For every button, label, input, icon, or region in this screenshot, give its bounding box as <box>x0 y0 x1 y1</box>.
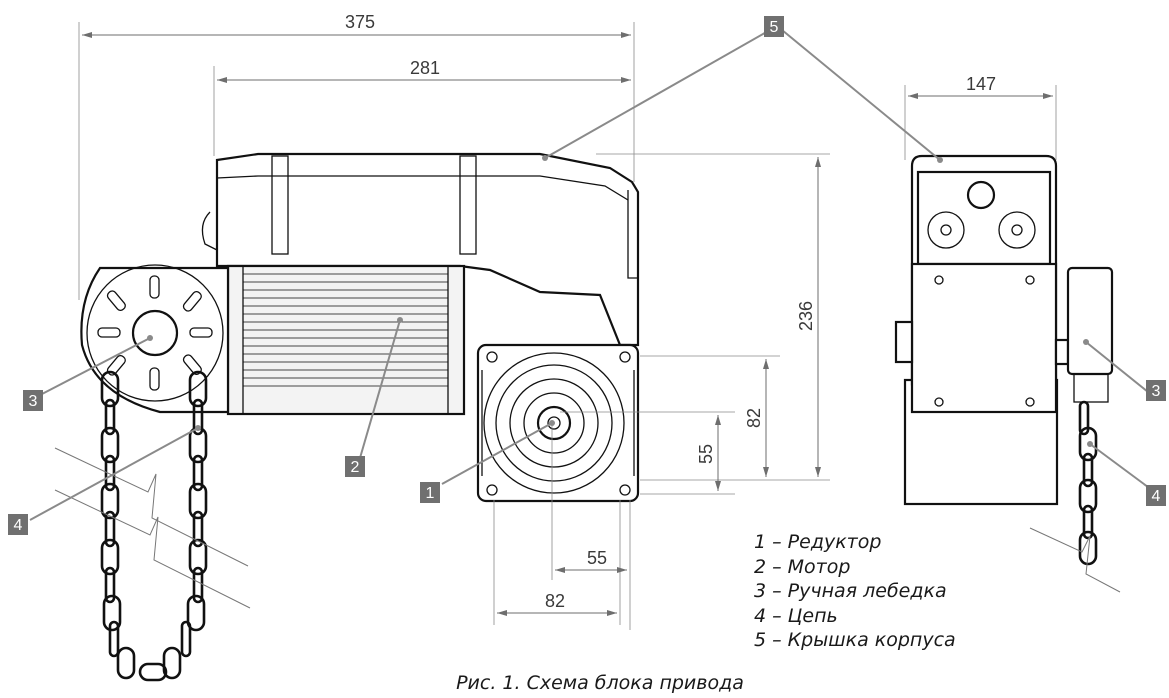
callout-4-side: 4 <box>1146 485 1166 506</box>
callout-4-front: 4 <box>8 514 28 535</box>
dim-bolt-spacing-h: 82 <box>545 591 565 611</box>
dim-shaft-offset-h: 55 <box>587 548 607 568</box>
callout-3-front: 3 <box>23 390 43 411</box>
figure-caption: Рис. 1. Схема блока привода <box>456 672 744 694</box>
legend-item-chain: 4 – Цепь <box>754 604 838 627</box>
leader-lines <box>29 29 1153 521</box>
chain-right <box>138 370 208 682</box>
svg-text:2: 2 <box>351 459 360 476</box>
side-view <box>894 154 1121 593</box>
dim-housing-length: 281 <box>410 58 440 78</box>
legend-item-motor: 2 – Мотор <box>754 555 851 578</box>
dim-shaft-height: 55 <box>696 444 716 464</box>
legend-item-reducer: 1 – Редуктор <box>754 531 882 553</box>
callout-1: 1 <box>420 482 440 503</box>
svg-text:4: 4 <box>1152 488 1161 505</box>
dim-overall-length: 375 <box>345 12 375 32</box>
legend-item-cover: 5 – Крышка корпуса <box>754 629 956 651</box>
dim-side-width: 147 <box>966 74 996 94</box>
svg-text:5: 5 <box>770 19 779 36</box>
chain-side <box>1078 400 1098 566</box>
svg-text:4: 4 <box>14 517 23 534</box>
callout-5: 5 <box>764 16 784 37</box>
front-view <box>54 152 640 682</box>
dimension-lines: 375 281 147 236 82 55 55 82 <box>78 12 1057 630</box>
parts-legend: 1 – Редуктор 2 – Мотор 3 – Ручная лебедк… <box>754 530 956 653</box>
callout-2: 2 <box>345 456 365 477</box>
dim-height: 236 <box>796 301 816 331</box>
svg-text:3: 3 <box>1152 383 1161 400</box>
svg-text:3: 3 <box>29 393 38 410</box>
motor-body <box>226 264 466 416</box>
legend-item-hand-winch: 3 – Ручная лебедка <box>754 580 947 602</box>
callout-3-side: 3 <box>1146 380 1166 401</box>
dim-bolt-spacing-v: 82 <box>744 408 764 428</box>
svg-text:1: 1 <box>426 485 435 502</box>
